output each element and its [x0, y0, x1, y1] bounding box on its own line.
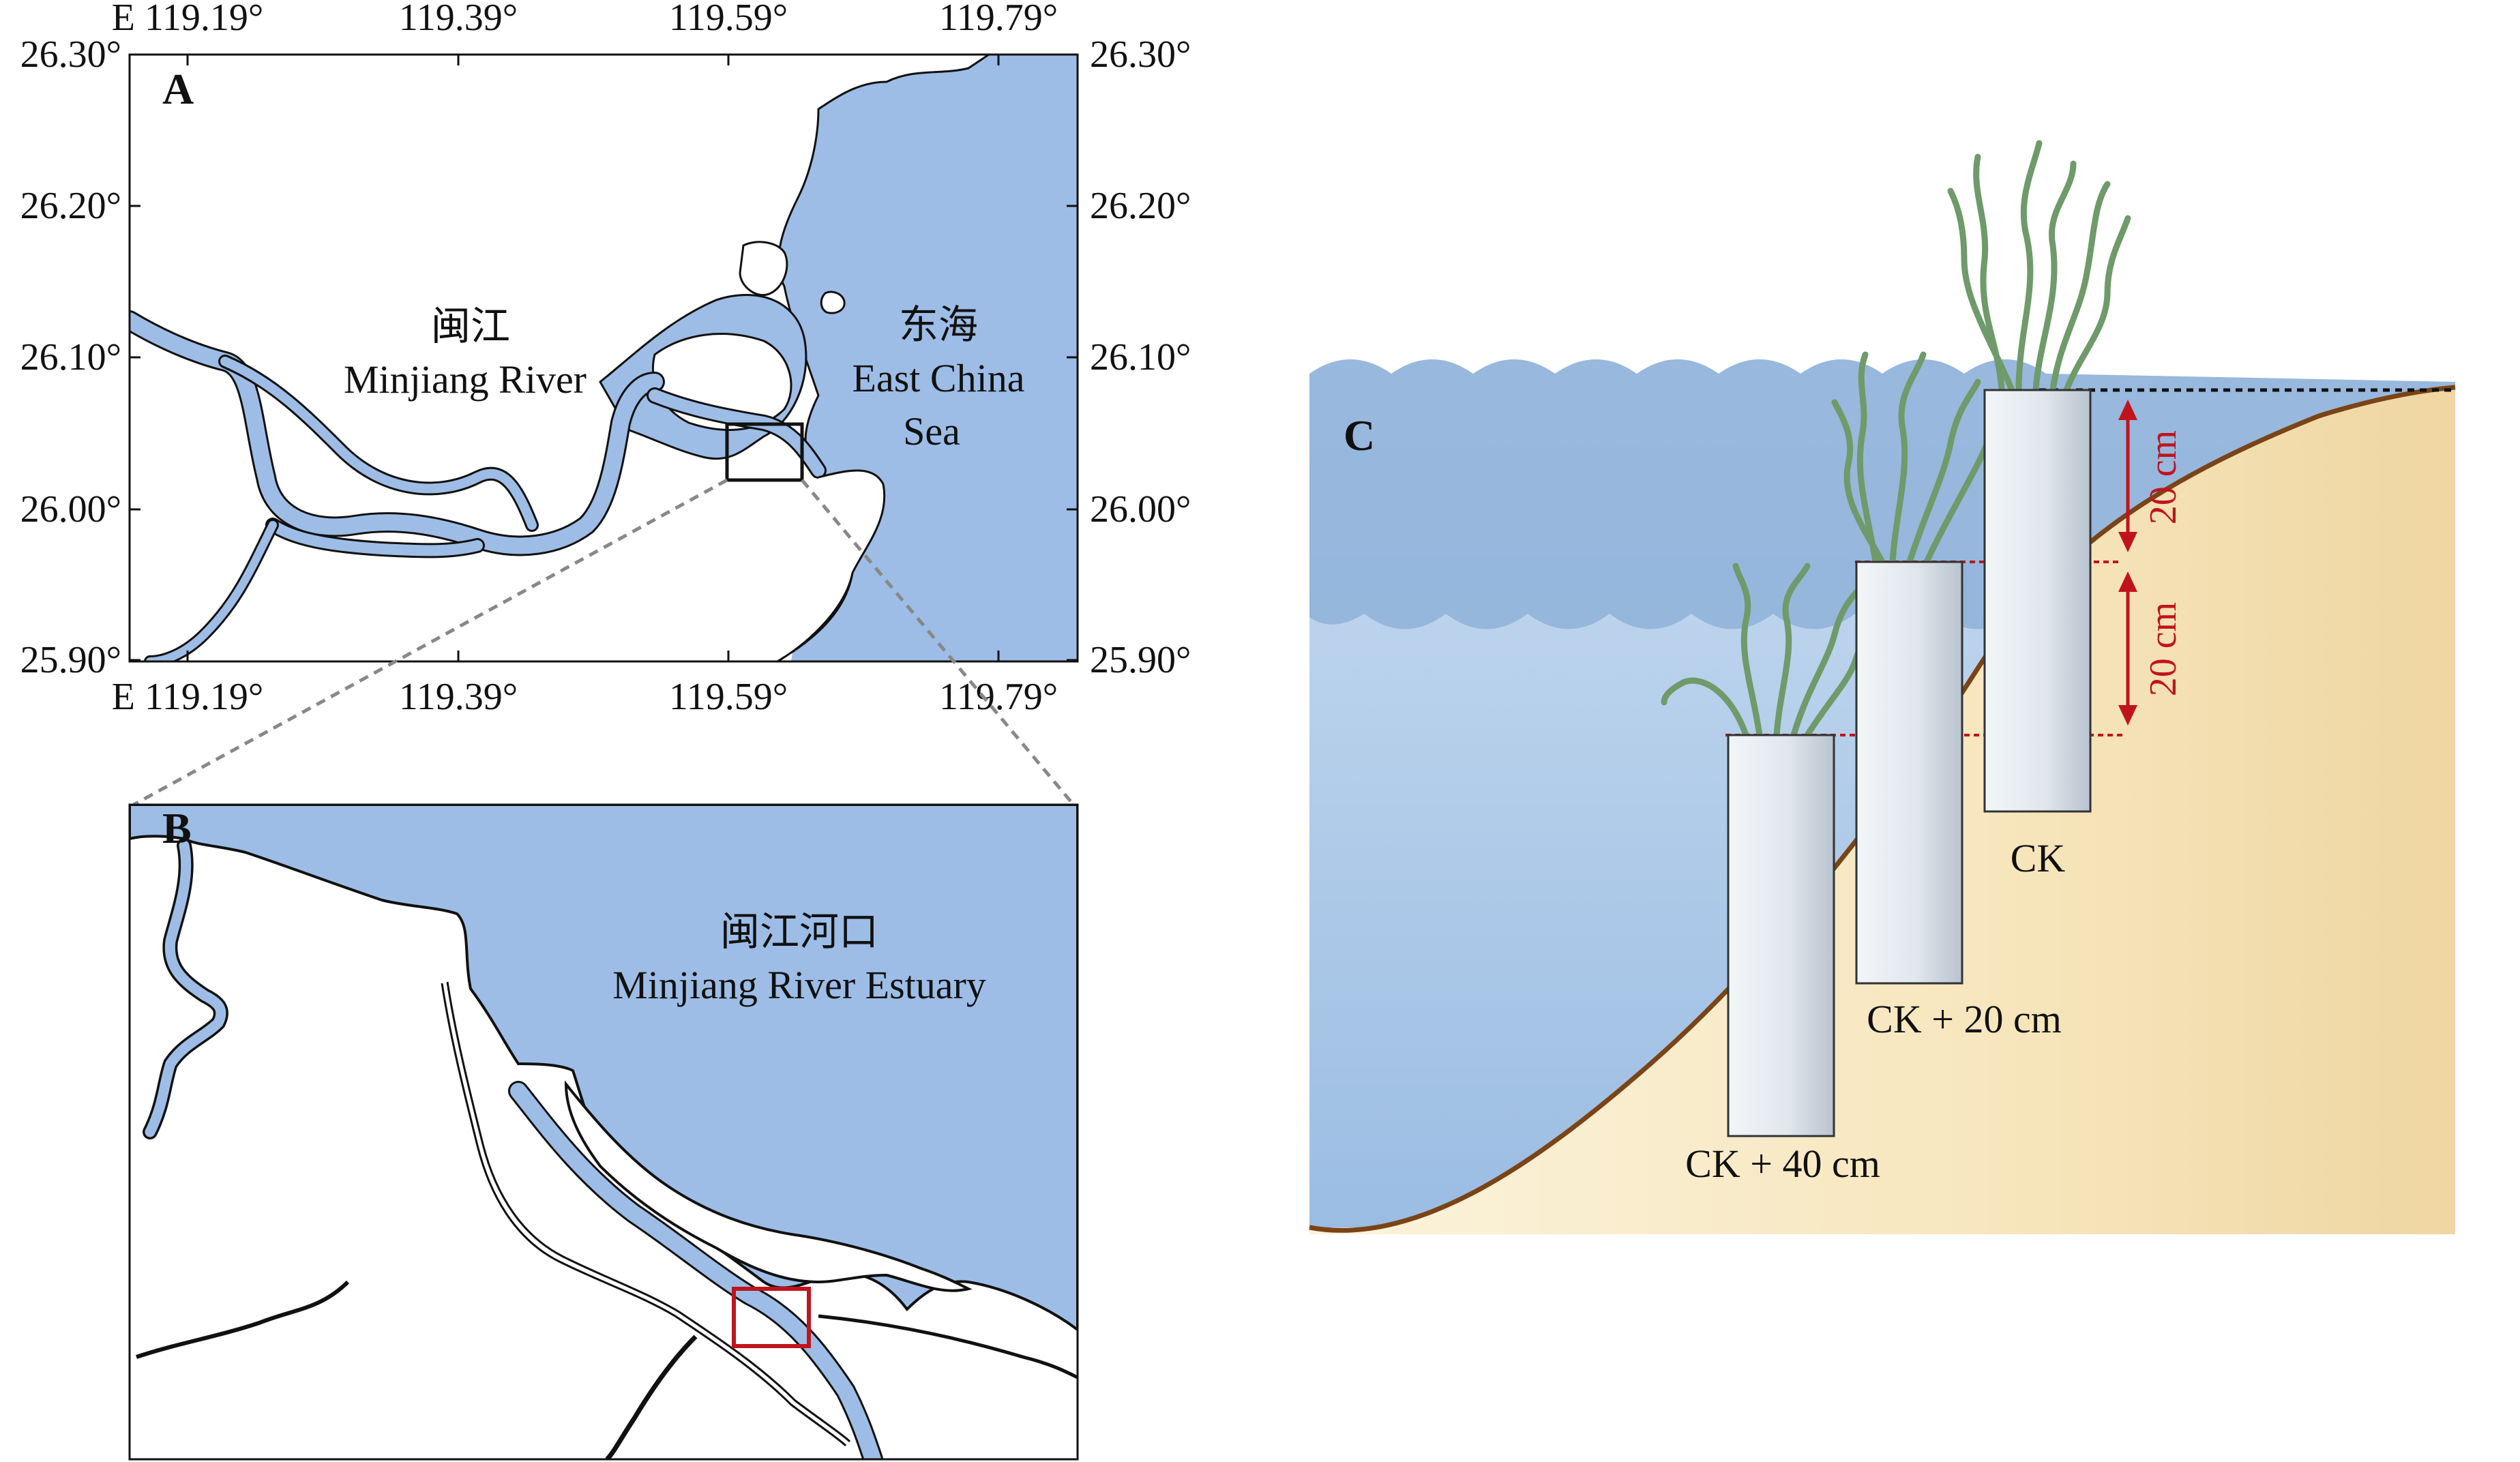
inset-box-a: [725, 422, 804, 482]
lon-tick-bottom-3: 119.59°: [669, 676, 788, 718]
panel-c-label: C: [1344, 411, 1375, 460]
inset-box-b: [732, 1287, 811, 1348]
sea-label-en-1: East China: [853, 356, 1025, 400]
estuary-label-cn: 闽江河口: [720, 910, 878, 954]
lat-tick-left-1: 26.30°: [20, 33, 121, 76]
inset-connector-lines: [132, 478, 1075, 807]
lon-tick-bottom-1: E 119.19°: [112, 676, 264, 718]
lat-tick-right-5: 25.90°: [1090, 639, 1191, 681]
lat-tick-right-1: 26.30°: [1090, 33, 1191, 76]
estuary-water: [130, 805, 1078, 1332]
tube-ck: [1983, 389, 2092, 813]
lat-tick-left-5: 25.90°: [20, 639, 121, 681]
lon-tick-top-3: 119.59°: [669, 0, 788, 39]
tube-ck-20: [1855, 561, 1963, 985]
river-label-cn: 闽江: [431, 304, 510, 348]
panel-a-map: A E 119.19° 119.39° 119.59° 119.79° E 11…: [20, 0, 1191, 718]
estuary-label-en: Minjiang River Estuary: [612, 963, 986, 1007]
lat-tick-left-2: 26.20°: [20, 185, 121, 227]
lon-tick-top-1: E 119.19°: [112, 0, 264, 39]
tube-label-ck-20: CK + 20 cm: [1867, 997, 2062, 1041]
lat-tick-right-4: 26.00°: [1090, 488, 1191, 531]
sea-label-en-2: Sea: [903, 409, 960, 453]
river-label-en: Minjiang River: [344, 357, 587, 402]
double-arrow-icon: [2118, 400, 2137, 726]
sea-label-cn: 东海: [899, 303, 978, 347]
panel-b-map: B 闽江河口 Minjiang River Estuary: [128, 803, 1079, 1461]
tube-label-ck-40: CK + 40 cm: [1685, 1142, 1880, 1186]
lat-tick-left-4: 26.00°: [20, 488, 121, 531]
seagrass-icon: [1661, 140, 2131, 739]
interval-label-1: 20 cm: [2142, 430, 2184, 524]
lon-tick-bottom-4: 119.79°: [939, 676, 1058, 718]
tube-label-ck: CK: [2011, 836, 2066, 880]
panel-a-label: A: [162, 65, 194, 113]
lon-tick-top-2: 119.39°: [399, 0, 518, 39]
lat-tick-right-3: 26.10°: [1090, 336, 1191, 378]
lat-tick-left-3: 26.10°: [20, 336, 121, 378]
panel-b-label: B: [162, 804, 192, 852]
lat-tick-right-2: 26.20°: [1090, 185, 1191, 227]
interval-label-2: 20 cm: [2142, 602, 2184, 696]
lon-tick-bottom-2: 119.39°: [399, 676, 518, 718]
tube-ck-40: [1727, 734, 1835, 1137]
panel-c-diagram: 20 cm 20 cm C CK CK + 20 cm CK + 40 cm: [1309, 140, 2456, 1234]
lon-tick-top-4: 119.79°: [939, 0, 1058, 39]
